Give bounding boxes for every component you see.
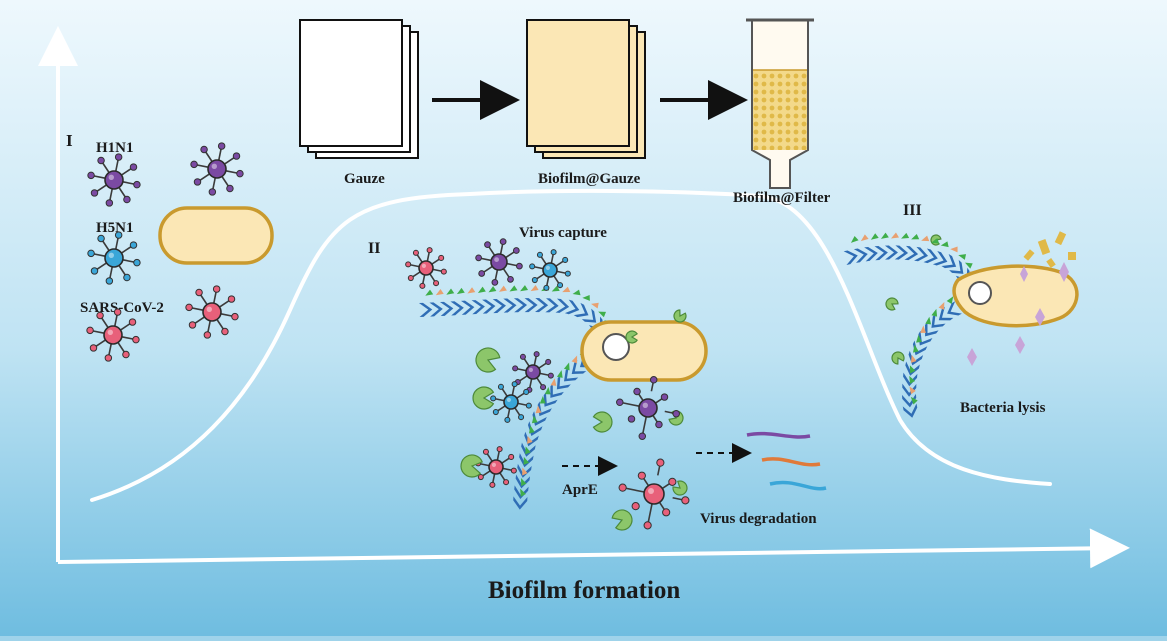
biofilm-gauze-label: Biofilm@Gauze bbox=[538, 171, 641, 187]
x-axis bbox=[57, 528, 1130, 569]
apre-label: AprE bbox=[562, 482, 598, 498]
rna-fragment-icon bbox=[746, 431, 827, 491]
fiber-lysis-bottom bbox=[901, 296, 962, 418]
lysed-bacterium bbox=[952, 264, 1079, 328]
h1n1-virus-1 bbox=[87, 153, 141, 207]
captured-h5n1-virus bbox=[529, 249, 571, 291]
h1n1-label: H1N1 bbox=[96, 140, 134, 156]
filter-column-icon bbox=[746, 18, 814, 189]
biofilm-filter-label: Biofilm@Filter bbox=[733, 190, 831, 206]
h1n1-virus-2 bbox=[190, 142, 244, 196]
biofilm-gauze-stack-icon bbox=[526, 19, 646, 159]
bacterium-section-2 bbox=[580, 320, 708, 382]
released-particles bbox=[967, 262, 1069, 366]
bound-h1n1-virus bbox=[512, 351, 554, 393]
h5n1-virus bbox=[87, 231, 141, 285]
fiber-degradation bbox=[513, 349, 595, 510]
degraded-sars-virus bbox=[618, 458, 690, 530]
bacteria-lysis-label: Bacteria lysis bbox=[960, 400, 1046, 416]
axes bbox=[38, 26, 1130, 569]
bound-h5n1-virus bbox=[490, 381, 532, 423]
section-2-label: II bbox=[368, 240, 380, 257]
bacterium-pore bbox=[602, 333, 630, 361]
x-axis-title: Biofilm formation bbox=[488, 577, 680, 604]
lysis-debris bbox=[1023, 231, 1076, 268]
sars-virus-1 bbox=[86, 308, 140, 362]
apre-enzymes bbox=[460, 234, 942, 531]
section-3-label: III bbox=[903, 202, 922, 219]
virus-degradation-label: Virus degradation bbox=[700, 511, 817, 527]
lysed-bacterium-pore bbox=[968, 281, 992, 305]
h5n1-label: H5N1 bbox=[96, 220, 134, 236]
bacterium-icon bbox=[158, 206, 274, 265]
section-1-label: I bbox=[66, 131, 73, 150]
gauze-label: Gauze bbox=[344, 171, 385, 187]
degraded-h1n1-virus bbox=[616, 376, 680, 440]
captured-h1n1-virus bbox=[475, 238, 523, 286]
biofilm-growth-curve bbox=[90, 188, 1052, 502]
virus-capture-label: Virus capture bbox=[519, 225, 607, 241]
sars-label: SARS-CoV-2 bbox=[80, 300, 164, 316]
gauze-stack-icon bbox=[299, 19, 419, 159]
sars-virus-2 bbox=[185, 285, 239, 339]
captured-sars-virus bbox=[405, 247, 447, 289]
